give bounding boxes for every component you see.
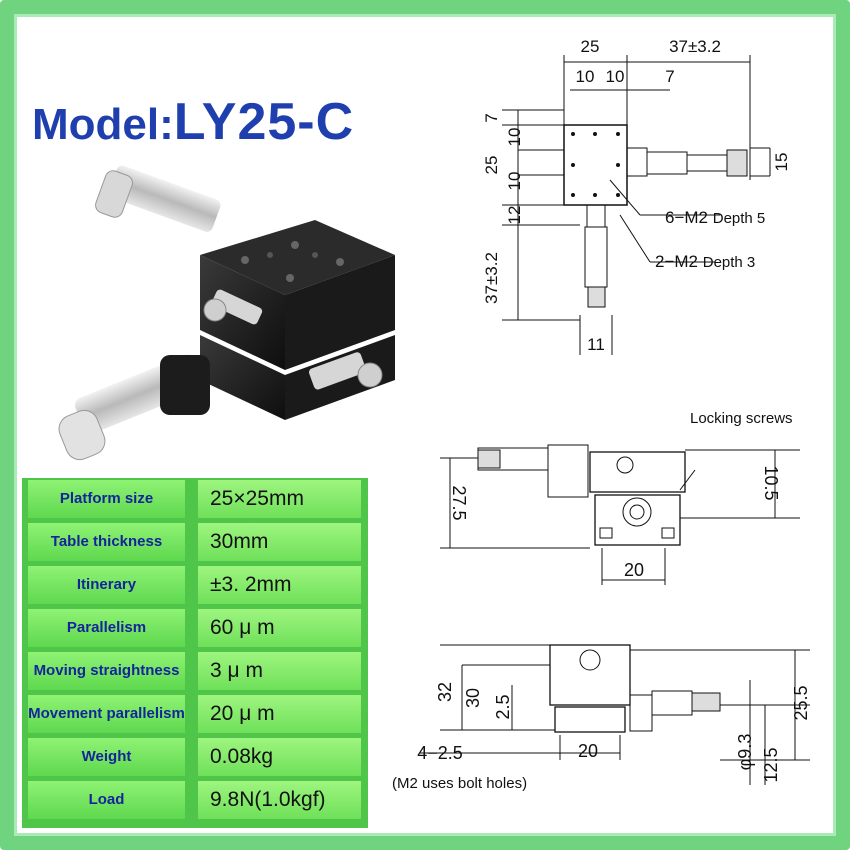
dim-37-left: 37±3.2 [482,252,501,304]
dim-phi-9-3: φ9.3 [735,734,755,771]
spec-table: Platform size 25×25mm Table thickness 30… [22,478,368,828]
dim-12: 12 [505,206,524,225]
model-number: LY25-C [173,93,355,151]
dim-10-5: 10.5 [761,465,781,500]
dim-27-5: 27.5 [449,485,469,520]
front-view-drawing: 27.5 10.5 20 [440,444,800,585]
model-label: Model: [32,100,174,149]
spec-value: ±3. 2mm [198,566,361,604]
spec-key: Itinerary [28,566,185,604]
dim-25-left: 25 [482,156,501,175]
product-photo [58,165,395,461]
callout-2m2: 2−M2 Depth 3 [655,252,755,272]
spec-key: Parallelism [28,609,185,647]
spec-key: Moving straightness [28,652,185,690]
callout-2m2-depth: Depth 3 [702,254,756,271]
spec-row: Table thickness 30mm [22,523,368,563]
spec-key: Table thickness [28,523,185,561]
top-micrometer [95,165,221,232]
dim-25-top: 25 [581,37,600,56]
callout-6m2: 6−M2 Depth 5 [665,208,765,228]
dim-12-5: 12.5 [761,747,781,782]
dim-20-front: 20 [624,560,644,580]
spec-key: Movement parallelism [28,695,185,733]
spec-row: Moving straightness 3 μ m [22,652,368,692]
spec-value: 60 μ m [198,609,361,647]
top-view-drawing: 25 37±3.2 10 10 7 7 25 10 10 15 12 37±3.… [482,37,791,355]
dim-15: 15 [772,153,791,172]
side-view-drawing: 32 30 2.5 4−2.5 20 φ9.3 12.5 25.5 [417,644,811,785]
spec-value: 20 μ m [198,695,361,733]
dim-30: 30 [463,688,483,708]
inner-frame [14,14,836,836]
dim-20-side: 20 [578,741,598,761]
spec-key: Weight [28,738,185,776]
spec-row: Weight 0.08kg [22,738,368,778]
spec-value: 9.8N(1.0kgf) [198,781,361,819]
spec-row: Load 9.8N(1.0kgf) [22,781,368,821]
dim-2-5: 2.5 [493,694,513,719]
model-title: Model:LY25-C [32,92,354,152]
spec-row: Itinerary ±3. 2mm [22,566,368,606]
dim-10b: 10 [606,67,625,86]
dim-7-right: 7 [665,67,674,86]
spec-value: 30mm [198,523,361,561]
dim-7-left: 7 [482,113,501,122]
locking-screws-label: Locking screws [690,410,793,427]
dim-10-left2: 10 [505,172,524,191]
spec-row: Parallelism 60 μ m [22,609,368,649]
dim-25-5: 25.5 [791,685,811,720]
spec-key: Platform size [28,480,185,518]
dim-32: 32 [435,682,455,702]
callout-6m2-depth: Depth 5 [712,210,766,227]
dim-4-2-5: 4−2.5 [417,743,463,763]
side-micrometer [58,354,210,461]
spec-key: Load [28,781,185,819]
spec-value: 25×25mm [198,480,361,518]
dim-10-left1: 10 [505,128,524,147]
dim-11: 11 [587,335,605,354]
spec-value: 3 μ m [198,652,361,690]
spec-row: Movement parallelism 20 μ m [22,695,368,735]
spec-value: 0.08kg [198,738,361,776]
callout-2m2-label: 2−M2 [655,252,698,271]
m2-bolt-note: (M2 uses bolt holes) [392,775,528,792]
callout-6m2-label: 6−M2 [665,208,708,227]
dim-10a: 10 [576,67,595,86]
dim-37-top: 37±3.2 [669,37,721,56]
spec-row: Platform size 25×25mm [22,480,368,520]
